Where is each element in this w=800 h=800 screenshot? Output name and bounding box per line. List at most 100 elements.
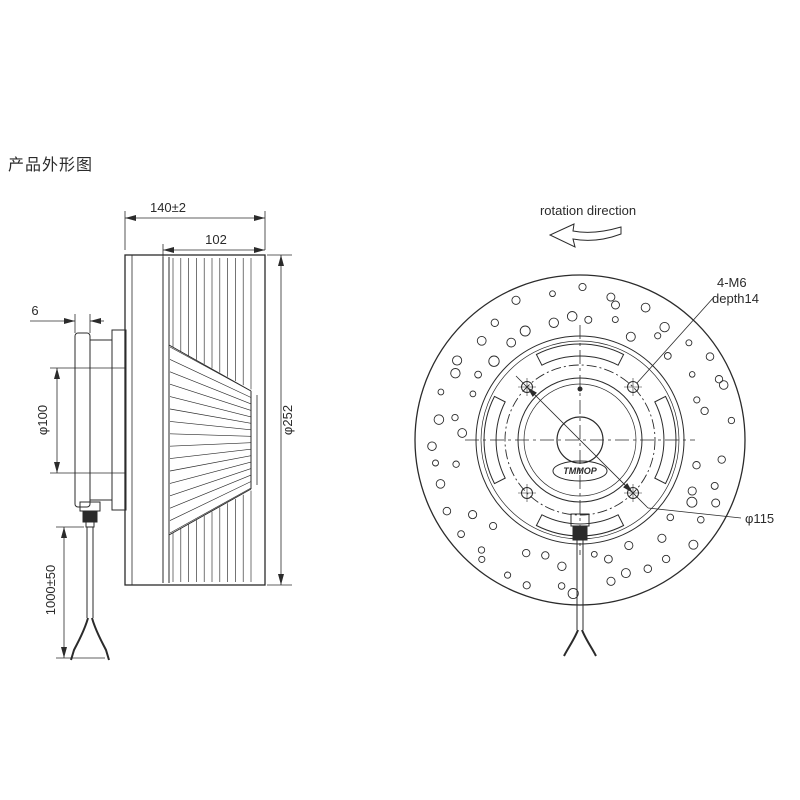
perforation-hole — [504, 571, 512, 579]
blade-line — [169, 359, 252, 398]
perforation-hole — [451, 413, 459, 422]
perforation-hole — [659, 321, 670, 333]
housing-outline — [124, 254, 266, 586]
perforation-hole — [566, 311, 578, 322]
perforation-hole — [606, 292, 616, 302]
perforation-hole — [710, 481, 719, 490]
blade-line — [169, 396, 252, 418]
front-view-annotations: rotation direction 4-M6 depth14 φ115 — [515, 203, 774, 526]
blade-line — [169, 461, 252, 484]
perforation-hole — [489, 521, 498, 531]
side-view-dimensions: 140±2 102 6 φ100 φ252 1000±50 — [30, 200, 295, 659]
dim-arrow — [278, 574, 284, 585]
dim-arrow — [527, 387, 537, 397]
brand-label: TMMOP — [563, 466, 597, 476]
perforation-hole — [557, 561, 567, 571]
mounting-holes-depth-label: depth14 — [712, 291, 759, 306]
blade-line — [169, 455, 252, 472]
perforation-hole — [688, 539, 699, 550]
perforation-hole — [567, 587, 579, 600]
dim-arrow — [90, 318, 101, 324]
perforation-hole — [435, 479, 446, 489]
screw-holes — [518, 378, 642, 502]
perforation-hole — [457, 530, 465, 538]
leader-mounting-holes — [636, 296, 715, 384]
perforation-hole — [457, 428, 468, 438]
inlet-cone-bottom — [168, 488, 252, 536]
blade-line — [169, 474, 252, 509]
perforation-hole — [490, 318, 499, 327]
dim-arrow — [61, 527, 67, 538]
perforation-hole — [477, 546, 486, 554]
perforation-hole — [427, 441, 437, 451]
perforation-hole — [687, 486, 697, 496]
blade-line — [169, 371, 252, 405]
perforation-hole — [474, 370, 482, 379]
dim-arrow — [254, 215, 265, 221]
cable-lead-left — [563, 629, 579, 657]
perforation-hole — [469, 390, 477, 398]
mounting-slots — [483, 343, 677, 537]
rotation-direction-label: rotation direction — [540, 203, 636, 218]
mounting-slot — [654, 395, 677, 485]
perforation-hole — [432, 459, 439, 467]
cable-connector-block — [572, 525, 588, 541]
perforation-hole — [478, 555, 486, 563]
dim-arrow — [623, 483, 633, 493]
perforation-hole — [666, 513, 675, 522]
leader-bolt-circle — [647, 507, 742, 519]
perforation-hole — [590, 550, 598, 558]
perforation-hole — [692, 461, 701, 470]
perforation-hole — [557, 582, 566, 590]
dim-flange-thickness: 6 — [31, 303, 38, 318]
mounting-slot — [483, 395, 506, 485]
perforation-hole — [437, 388, 445, 396]
perforation-hole — [714, 375, 724, 384]
dim-impeller-depth: 102 — [205, 232, 227, 247]
blade-line — [169, 346, 252, 392]
motor-front-flange — [74, 332, 91, 508]
dim-motor-diameter: φ100 — [35, 405, 50, 435]
blade-line — [169, 421, 252, 431]
perforation-hole — [686, 496, 698, 508]
perforation-hole — [433, 414, 445, 425]
perforation-hole — [611, 300, 620, 310]
dim-arrow — [54, 462, 60, 473]
perforation-hole — [718, 380, 729, 390]
perforation-hole — [522, 548, 531, 558]
dim-arrow — [254, 247, 265, 253]
dim-arrow — [64, 318, 75, 324]
front-view: TMMOP — [414, 274, 746, 657]
impeller-blade-hatch — [169, 258, 252, 582]
perforation-hole — [624, 540, 634, 551]
cable-lead-left — [70, 617, 89, 661]
perforation-hole — [657, 533, 667, 543]
dim-arrow — [125, 215, 136, 221]
dim-total-depth: 140±2 — [150, 200, 186, 215]
perforation-hole — [548, 317, 559, 328]
power-cable-front — [563, 513, 597, 657]
dim-arrow — [278, 255, 284, 266]
mounting-slot — [535, 343, 625, 366]
perforation-hole — [452, 460, 460, 468]
blade-line — [169, 448, 252, 459]
perforation-hole — [452, 355, 463, 366]
perforation-hole — [727, 416, 736, 425]
blade-line — [169, 408, 252, 424]
perforation-hole — [693, 396, 701, 404]
dim-arrow — [163, 247, 174, 253]
perforation-hole — [468, 510, 478, 520]
cable-lead-right — [581, 629, 597, 657]
perforation-hole — [519, 325, 531, 337]
perforation-hole — [511, 295, 521, 305]
perforation-hole — [717, 455, 726, 464]
perforation-hole — [643, 564, 653, 574]
perforation-hole — [663, 352, 672, 360]
perforation-hole — [640, 302, 651, 313]
blade-line — [169, 468, 252, 497]
perforation-holes — [427, 282, 736, 600]
perforation-hole — [578, 282, 587, 292]
side-view — [50, 254, 266, 661]
motor-body — [89, 339, 113, 501]
